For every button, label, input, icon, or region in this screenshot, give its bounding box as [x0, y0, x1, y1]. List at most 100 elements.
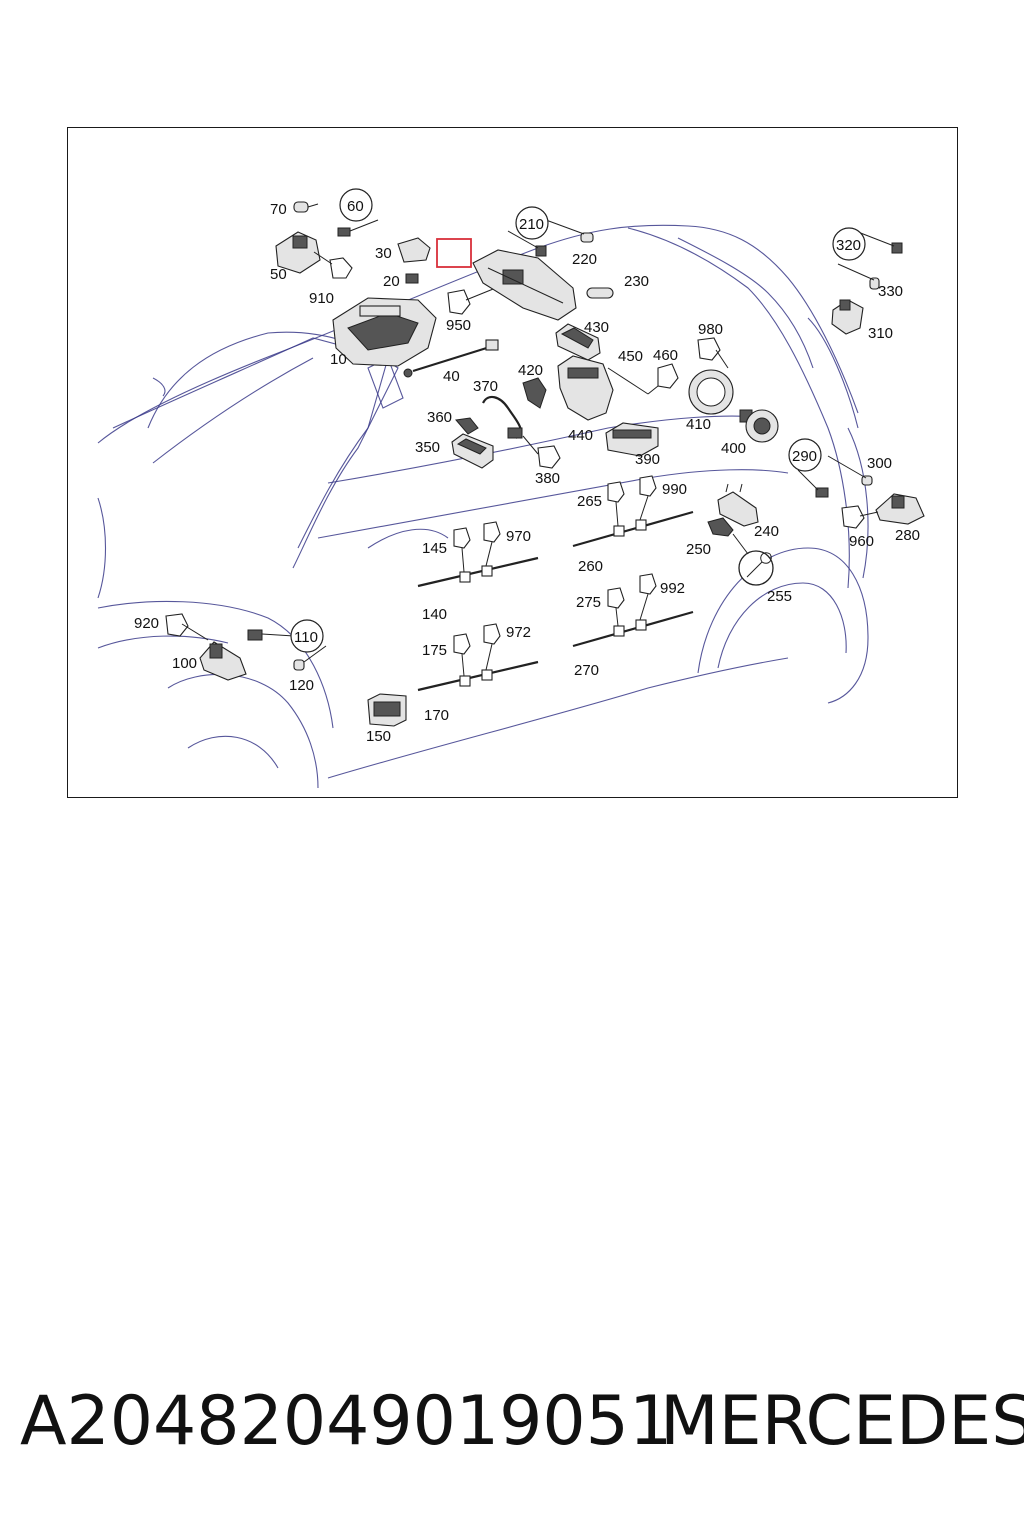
callout-120: 120 — [289, 677, 314, 694]
callout-970: 970 — [506, 528, 531, 545]
tag-950 — [447, 289, 471, 315]
callout-950: 950 — [446, 317, 471, 334]
callout-10: 10 — [330, 351, 347, 368]
tag-960 — [841, 505, 865, 529]
wrench-255-icon — [738, 550, 774, 586]
callout-260: 260 — [578, 558, 603, 575]
callout-420: 420 — [518, 362, 543, 379]
callout-460: 460 — [653, 347, 678, 364]
switch-block-390-part — [605, 422, 659, 457]
callout-300: 300 — [867, 455, 892, 472]
callout-275: 275 — [576, 594, 601, 611]
connector-60-part — [337, 219, 379, 237]
cover-30-part — [397, 237, 431, 263]
callout-60: 60 — [347, 198, 364, 215]
brand-name: MERCEDES — [660, 1382, 1024, 1461]
bulb-70-part — [293, 201, 319, 213]
callout-170: 170 — [424, 707, 449, 724]
bracket-250-part — [707, 517, 734, 537]
callout-labels: 70 60 50 910 30 20 10 950 40 210 220 230… — [134, 198, 920, 745]
callout-280: 280 — [895, 527, 920, 544]
callout-920: 920 — [134, 615, 159, 632]
harness-370-part — [482, 395, 523, 439]
callout-145: 145 — [422, 540, 447, 557]
callout-150: 150 — [366, 728, 391, 745]
tag-380 — [537, 445, 561, 469]
callout-40: 40 — [443, 368, 460, 385]
bulb-300-part — [861, 475, 873, 486]
callout-100: 100 — [172, 655, 197, 672]
callout-990: 990 — [662, 481, 687, 498]
callout-330: 330 — [878, 283, 903, 300]
switch-150-part — [367, 693, 407, 727]
callout-370: 370 — [473, 378, 498, 395]
connector-110-part — [247, 629, 263, 641]
callout-440: 440 — [568, 427, 593, 444]
lamp-310-part — [831, 299, 864, 335]
socket-400-part — [739, 409, 779, 443]
grille-430-part — [555, 323, 601, 361]
callout-circles — [290, 188, 866, 653]
clip-360-part — [455, 417, 479, 435]
bulb-220-part — [580, 232, 594, 243]
callout-960: 960 — [849, 533, 874, 550]
panel-440-part — [557, 355, 614, 421]
part-number: A20482049019051 — [20, 1382, 673, 1461]
overhead-console-10-part — [332, 297, 437, 367]
callout-30: 30 — [375, 245, 392, 262]
bulb-230-part — [586, 287, 614, 299]
bulb-120-part — [293, 659, 305, 671]
trim-420-part — [522, 377, 547, 409]
callout-255: 255 — [767, 588, 792, 605]
lamp-100-part — [199, 641, 247, 681]
lamp-350-part — [451, 433, 494, 469]
callout-972: 972 — [506, 624, 531, 641]
connector-290-part — [815, 487, 829, 498]
callout-230: 230 — [624, 273, 649, 290]
callout-980: 980 — [698, 321, 723, 338]
switch-210-part — [535, 245, 547, 257]
connector-320-part — [891, 242, 903, 254]
footer: A20482049019051 MERCEDES — [20, 1382, 1024, 1472]
car-outline — [97, 224, 869, 789]
parts-diagram: 70 60 50 910 30 20 10 950 40 210 220 230… — [67, 127, 958, 798]
callout-360: 360 — [427, 409, 452, 426]
cable-strips — [417, 475, 694, 692]
callout-265: 265 — [577, 493, 602, 510]
callout-140: 140 — [422, 606, 447, 623]
callout-20: 20 — [383, 273, 400, 290]
wire-450-part — [607, 367, 649, 395]
callout-410: 410 — [686, 416, 711, 433]
tag-980 — [697, 337, 721, 361]
callout-450: 450 — [618, 348, 643, 365]
ring-410-part — [688, 369, 734, 415]
callout-240: 240 — [754, 523, 779, 540]
callout-430: 430 — [584, 319, 609, 336]
callout-992: 992 — [660, 580, 685, 597]
callout-50: 50 — [270, 266, 287, 283]
callout-910: 910 — [309, 290, 334, 307]
tag-920 — [165, 613, 189, 637]
callout-390: 390 — [635, 451, 660, 468]
tag-460 — [657, 363, 679, 389]
callout-320: 320 — [836, 237, 861, 254]
callout-220: 220 — [572, 251, 597, 268]
bulb-20-part — [405, 273, 419, 284]
tag-910 — [329, 257, 353, 279]
callout-270: 270 — [574, 662, 599, 679]
parts-diagram-svg: 70 60 50 910 30 20 10 950 40 210 220 230… — [97, 188, 925, 789]
callout-400: 400 — [721, 440, 746, 457]
callout-350: 350 — [415, 439, 440, 456]
callout-175: 175 — [422, 642, 447, 659]
dome-lamp-200-part — [472, 249, 577, 321]
callout-70: 70 — [270, 201, 287, 218]
callout-310: 310 — [868, 325, 893, 342]
housing-240-part — [717, 483, 759, 527]
lamp-housing-50-part — [275, 231, 321, 274]
callout-250: 250 — [686, 541, 711, 558]
lamp-280-part — [875, 493, 925, 525]
callout-110: 110 — [294, 629, 318, 646]
callout-210: 210 — [519, 216, 544, 233]
highlight-box-200 — [436, 238, 472, 268]
bulb-330-part — [869, 277, 880, 290]
